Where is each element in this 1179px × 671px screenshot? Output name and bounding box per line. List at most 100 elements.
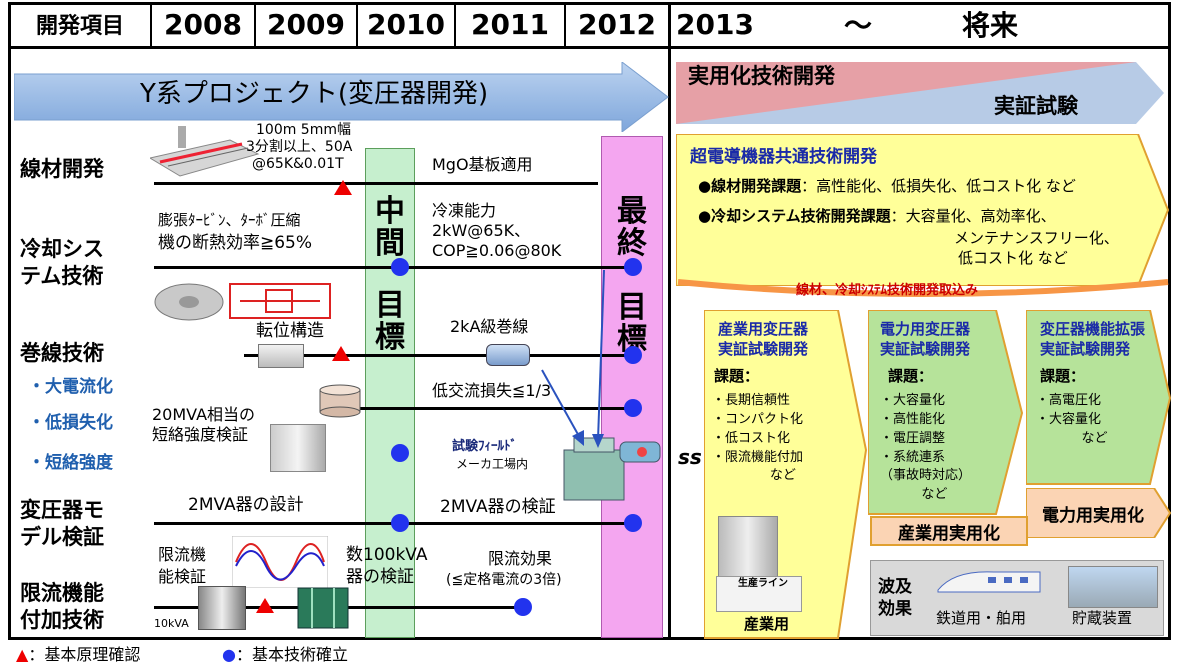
- common-box-item2: ●冷却システム技術開発課題：大容量化、高効率化、: [698, 207, 1056, 225]
- circle-marker: [624, 399, 642, 417]
- common-box-item2-more-1: メンテナンスフリー化、: [954, 229, 1119, 247]
- note-refrig-2: 2kW@65K、: [432, 221, 531, 240]
- power-practical-arrow: [1026, 488, 1172, 538]
- common-box-item1: ●線材開発課題：高性能化、低損失化、低コスト化 など: [698, 177, 1076, 195]
- legend-triangle: ▲：基本原理確認: [16, 645, 140, 664]
- mid-char-2: 間: [375, 226, 405, 261]
- note-limeffect-1: 限流効果: [488, 549, 553, 568]
- industrial-item: ・限流機能付加: [712, 449, 804, 465]
- legend-circle-text: ●：基本技術確立: [222, 645, 348, 664]
- note-kva100-2: 器の検証: [346, 567, 414, 587]
- circle-marker: [391, 514, 409, 532]
- industrial-item: ・長期信頼性: [712, 393, 791, 408]
- divider-future: [668, 2, 671, 640]
- common-tech-arrow-box: [676, 134, 1170, 286]
- final-milestone-column: [601, 136, 663, 638]
- note-short-1: 20MVA相当の: [152, 405, 256, 424]
- legend-triangle-icon: ▲: [16, 645, 29, 664]
- note-kva100-1: 数100kVA: [346, 545, 428, 565]
- project-arrow-label: Y系プロジェクト(変圧器開発): [140, 79, 489, 109]
- note-field-1: 試験ﾌｨｰﾙﾄﾞ: [452, 439, 518, 454]
- power-items: ・大容量化 ・高性能化 ・電圧調整 ・系統連系 （事故時対応） など: [880, 392, 971, 505]
- header-sep: [356, 2, 358, 46]
- transformer-3d-illustration: [563, 437, 661, 501]
- header-sep: [254, 2, 256, 46]
- mid-char-4: 標: [375, 320, 405, 355]
- header-sep: [150, 2, 152, 46]
- ripple-label-2: 効果: [878, 599, 912, 619]
- timeline-acloss: [342, 407, 632, 410]
- circle-marker: [624, 514, 642, 532]
- final-char-2: 終: [617, 226, 647, 261]
- header-year-2010: 2010: [367, 7, 445, 41]
- ext-item: ・大容量化: [1036, 411, 1102, 427]
- wave-mark: ss: [678, 445, 702, 469]
- industrial-practical-label: 産業用実用化: [898, 523, 1000, 544]
- header-label: 開発項目: [35, 14, 124, 39]
- circle-marker: [624, 346, 642, 364]
- row-label-limiter-1: 限流機能: [20, 581, 104, 605]
- header-sep: [564, 2, 566, 46]
- circle-marker: [624, 258, 642, 276]
- power-practical-label: 電力用実用化: [1042, 505, 1144, 526]
- circle-marker: [514, 598, 532, 616]
- legend-circle: ●：基本技術確立: [222, 645, 348, 664]
- note-mgo: MgO基板適用: [432, 155, 533, 174]
- industrial-kadai: 課題：: [714, 367, 760, 385]
- note-limitfn-1: 限流機: [158, 545, 207, 564]
- industrial-title-1: 産業用変圧器: [718, 320, 809, 338]
- cylinder-illustration: [319, 384, 361, 418]
- note-verify2: 2MVA器の検証: [440, 497, 556, 517]
- triangle-marker: [256, 598, 274, 613]
- header-year-2013: 2013: [676, 7, 754, 41]
- outer-frame: [8, 2, 1171, 640]
- note-field-2: メーカ工場内: [456, 457, 529, 471]
- header-year-2009: 2009: [267, 7, 345, 41]
- header-year-2008: 2008: [164, 7, 242, 41]
- row-label-winding: 巻線技術: [20, 341, 104, 365]
- industrial-items: ・長期信頼性 ・コンパクト化 ・低コスト化 ・限流機能付加 など: [712, 392, 803, 486]
- industrial-transformer-image: [718, 516, 778, 578]
- note-coil2ka: 2kA級巻線: [450, 317, 529, 336]
- pointer-arrows: [541, 270, 605, 448]
- incorporate-label: 線材、冷却ｼｽﾃﾑ技術開発取込み: [796, 283, 979, 298]
- mid-char-1: 中: [375, 194, 405, 229]
- row-sub-low-loss: ・低損失化: [28, 413, 113, 433]
- industrial-item: ・コンパクト化: [712, 411, 804, 427]
- triangle-marker: [334, 180, 352, 195]
- note-kva10: 10kVA: [154, 617, 189, 630]
- common-box-item2-head: ●冷却システム技術開発課題: [698, 207, 891, 225]
- row-label-limiter-2: 付加技術: [20, 608, 104, 632]
- power-item: ・系統連系: [880, 449, 946, 465]
- power-item: ・大容量化: [880, 393, 946, 408]
- ext-item: など: [1036, 430, 1108, 446]
- common-box-title: 超電導機器共通技術開発: [690, 147, 877, 167]
- future-band: [676, 62, 1164, 124]
- note-turbine-2: 機の断熱効率≧65%: [158, 233, 313, 253]
- industrial-item: ・低コスト化: [712, 430, 791, 446]
- ext-box: [1026, 310, 1172, 485]
- row-sub-short-strength: ・短絡強度: [28, 453, 113, 473]
- header-year-2011: 2011: [471, 7, 549, 41]
- short-test-photo: [270, 424, 326, 472]
- transpose-illustration: [258, 344, 304, 368]
- incorporate-band: [677, 279, 1169, 297]
- power-title-1: 電力用変圧器: [880, 320, 971, 338]
- header-future: 将来: [961, 9, 1018, 42]
- note-wire-spec-3: @65K&0.01T: [252, 156, 344, 172]
- mid-char-3: 目: [375, 288, 405, 323]
- row-label-cooling-2: テム技術: [20, 264, 104, 288]
- final-char-1: 最: [617, 194, 647, 229]
- industrial-footer: 産業用: [744, 615, 790, 633]
- note-wire-spec-2: 3分割以上、50A: [246, 139, 353, 155]
- row-label-model-2: デル検証: [20, 525, 104, 549]
- industrial-item: など: [712, 468, 796, 484]
- common-box-item2-more-2: 低コスト化 など: [958, 249, 1068, 267]
- header-tilde: ～: [843, 9, 872, 42]
- circle-marker: [391, 258, 409, 276]
- header-year-2012: 2012: [578, 7, 656, 41]
- train-illustration: [937, 571, 1041, 593]
- power-item: （事故時対応）: [880, 468, 972, 484]
- row-sub-high-current: ・大電流化: [28, 377, 113, 397]
- turbine-illustration: [154, 283, 331, 321]
